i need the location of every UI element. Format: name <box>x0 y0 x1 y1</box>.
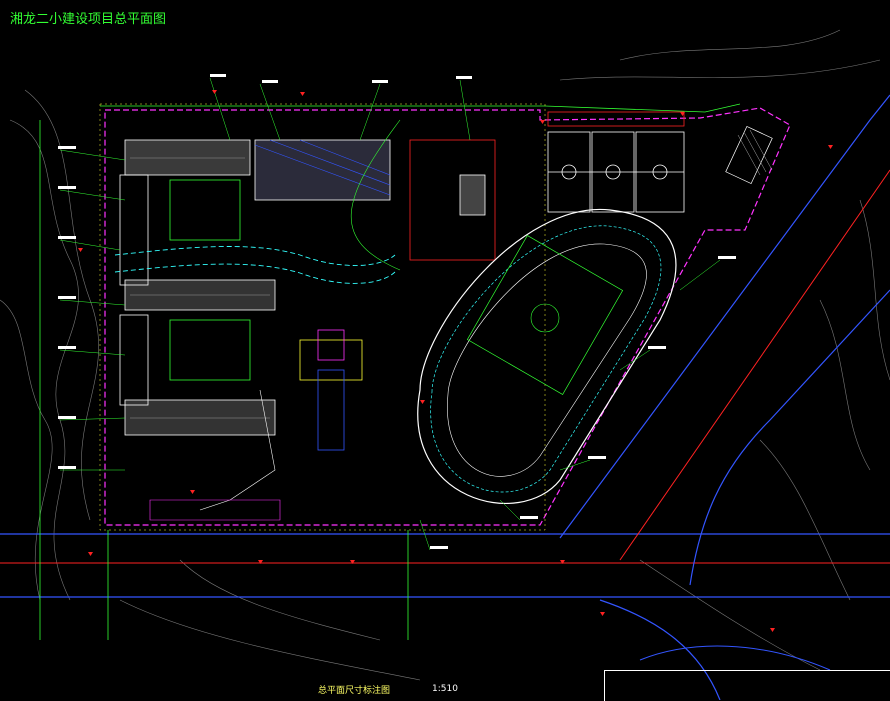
drawing-subtitle: 总平面尺寸标注图 <box>318 686 391 696</box>
classroom-buildings <box>119 139 496 451</box>
drawing-title: 湘龙二小建设项目总平面图 <box>10 12 167 27</box>
dimension-callouts <box>58 74 833 632</box>
internal-paths <box>114 119 401 521</box>
site-boundary <box>99 103 791 531</box>
sports-courts <box>547 111 685 213</box>
title-block-frame <box>604 670 890 701</box>
running-track <box>417 208 677 504</box>
city-roads <box>0 94 890 700</box>
scale-label: 1:510 <box>432 684 458 694</box>
terrain-contours <box>0 29 890 681</box>
corner-plaza <box>725 125 773 185</box>
